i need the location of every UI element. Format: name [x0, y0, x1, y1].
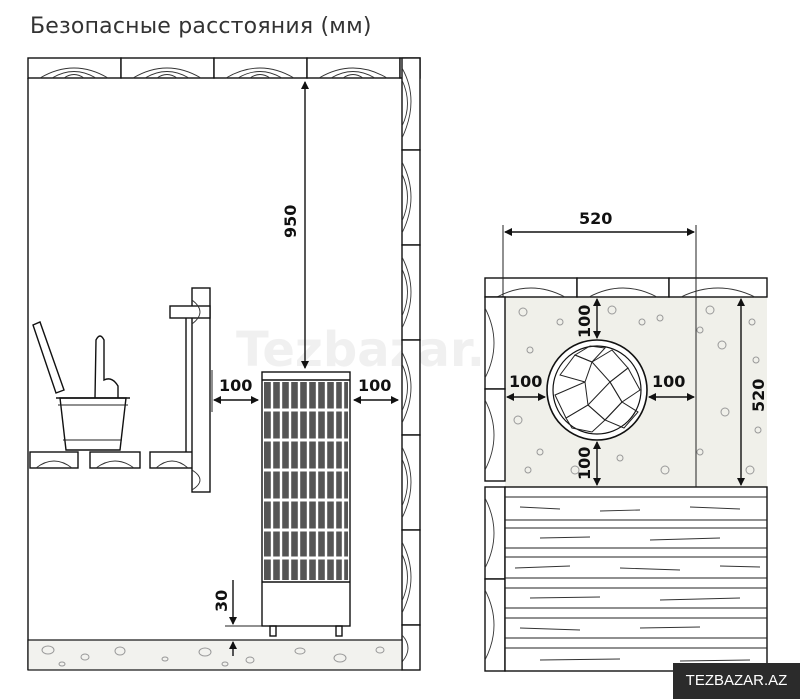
dim-label-top-above-100: 100	[575, 305, 594, 338]
left-boards	[484, 296, 506, 672]
bucket-icon	[32, 321, 130, 451]
diagram-title: Безопасные расстояния (мм)	[30, 14, 372, 39]
heater-icon	[261, 371, 351, 637]
stone-pebbles	[513, 305, 762, 475]
ceiling-boards	[27, 57, 421, 79]
dim-label-top-520: 520	[579, 209, 612, 228]
dim-label-left-100: 100	[219, 376, 252, 395]
dim-label-right-100: 100	[358, 376, 391, 395]
top-boards	[484, 277, 768, 298]
floor-pebbles	[41, 645, 385, 667]
side-view: 950 100 100 30	[27, 57, 421, 671]
dim-label-right-520: 520	[749, 379, 768, 412]
site-badge: TEZBAZAR.AZ	[673, 663, 800, 699]
bench	[29, 287, 211, 493]
dim-label-top-left-100: 100	[509, 372, 542, 391]
floor	[27, 639, 403, 671]
heater-stones-icon	[546, 339, 648, 441]
dim-label-950: 950	[281, 205, 300, 238]
dim-label-top-below-100: 100	[575, 447, 594, 480]
heater-grille	[264, 382, 348, 580]
dim-label-30: 30	[212, 590, 231, 612]
top-view: 520 520 100 100 100 100	[484, 209, 768, 672]
dim-label-top-right-100: 100	[652, 372, 685, 391]
right-wall-boards	[401, 57, 421, 671]
bench-planks	[504, 486, 768, 672]
